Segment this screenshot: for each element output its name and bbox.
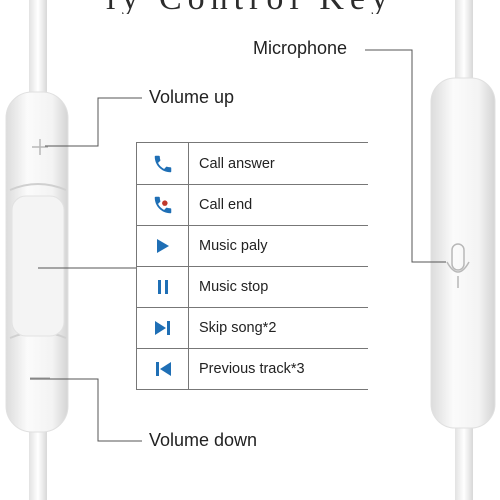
left-cable-top <box>29 0 47 110</box>
pause-icon <box>136 267 189 307</box>
skip-previous-icon <box>136 349 189 389</box>
phone-end-icon <box>136 185 189 225</box>
function-label: Music paly <box>199 238 268 254</box>
function-label: Previous track*3 <box>199 361 305 377</box>
right-cable-bottom <box>455 420 473 500</box>
volume-up-label: Volume up <box>149 87 235 107</box>
left-cable-bottom <box>29 420 47 500</box>
remote-center-button <box>11 195 65 337</box>
function-row-previous-track: Previous track*3 <box>136 349 368 390</box>
microphone-unit <box>430 77 496 429</box>
remote-button-groove-top <box>9 183 67 191</box>
play-icon <box>136 226 189 266</box>
plus-icon <box>32 139 48 155</box>
function-row-music-stop: Music stop <box>136 267 368 308</box>
function-label: Call answer <box>199 155 275 172</box>
leader-volume-down <box>30 378 142 442</box>
microphone-icon <box>446 243 470 288</box>
skip-next-icon <box>136 308 189 348</box>
function-row-skip-song: Skip song*2 <box>136 308 368 349</box>
function-label: Call end <box>199 197 253 213</box>
microphone-label: Microphone <box>253 38 348 58</box>
function-row-call-end: Call end <box>136 185 368 226</box>
function-row-music-play: Music paly <box>136 226 368 267</box>
function-row-call-answer: Call answer <box>136 142 368 185</box>
title-fragment: ly Control Key <box>60 0 440 14</box>
leader-microphone <box>365 49 446 263</box>
function-label: Skip song*2 <box>199 320 277 336</box>
function-table: Call answer Call end Music paly Music st… <box>136 142 368 390</box>
function-label: Music stop <box>199 279 269 295</box>
leader-volume-up <box>45 97 142 147</box>
phone-answer-icon <box>136 143 189 184</box>
volume-down-label: Volume down <box>149 430 258 450</box>
